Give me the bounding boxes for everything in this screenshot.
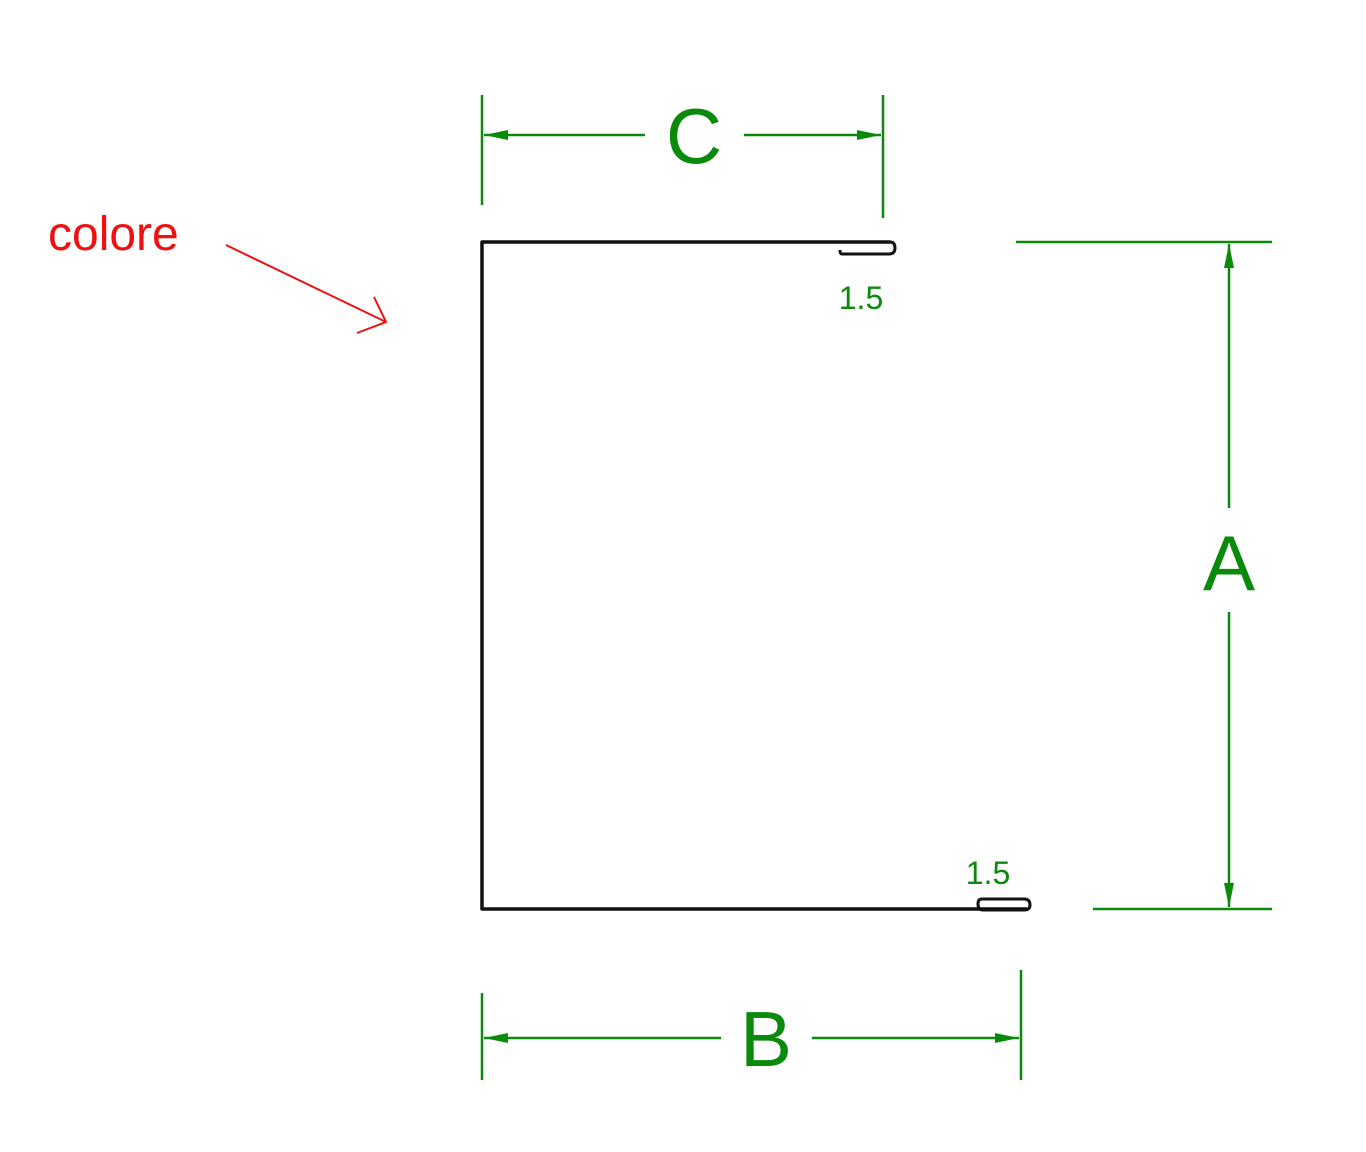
dimension-c-arrow-right [857, 130, 881, 140]
dimension-c-arrow-left [484, 130, 508, 140]
dimension-b-arrow-right [995, 1033, 1019, 1043]
dimension-b-arrow-left [484, 1033, 508, 1043]
top-hem [838, 240, 897, 256]
dimension-a: A [1016, 240, 1272, 911]
sheet-profile [480, 240, 1032, 912]
profile-outline [480, 240, 1028, 911]
dimension-b: B [480, 970, 1023, 1083]
dimension-c: C [480, 92, 885, 218]
dimension-a-arrow-top [1224, 244, 1234, 268]
top-hem-label: 1.5 [839, 280, 883, 316]
color-note-arrow-line [225, 244, 387, 323]
color-note-label: colore [48, 208, 179, 261]
dimension-b-label: B [740, 995, 792, 1083]
dimension-a-label: A [1203, 519, 1255, 607]
bottom-hem [976, 897, 1032, 912]
dimension-a-arrow-bottom [1224, 883, 1234, 907]
color-note: colore [48, 208, 388, 334]
bottom-hem-label: 1.5 [966, 855, 1010, 891]
color-note-arrow-head [356, 296, 388, 334]
dimension-c-label: C [666, 92, 722, 180]
